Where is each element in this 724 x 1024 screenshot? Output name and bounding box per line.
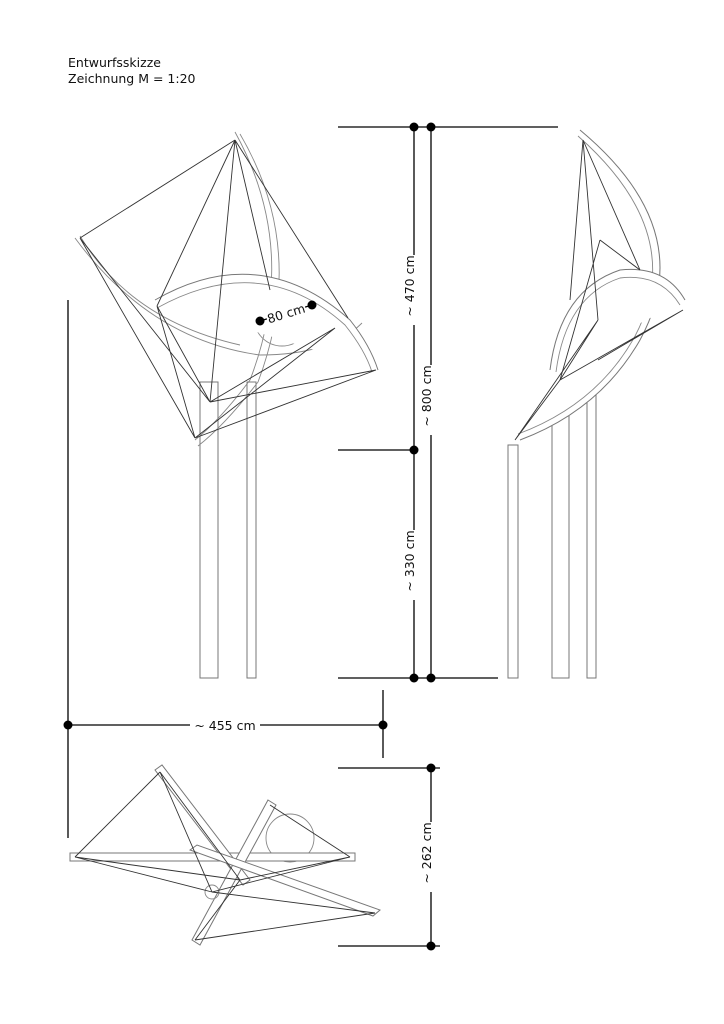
arc-vertical xyxy=(194,131,273,441)
front-post-right xyxy=(246,381,257,679)
drawing-title: Entwurfsskizze Zeichnung M = 1:20 xyxy=(68,55,195,87)
title-line-2: Zeichnung M = 1:20 xyxy=(68,71,196,86)
upper-height-label: ~ 470 cm xyxy=(402,255,417,316)
cables-front xyxy=(79,139,377,439)
side-view xyxy=(507,129,686,679)
dimension-lines: ~ 470 cm ~ 800 cm ~ 330 cm ~ 455 cm ~ 26… xyxy=(63,122,558,951)
lower-height-label: ~ 330 cm xyxy=(402,530,417,591)
width-label: ~ 455 cm xyxy=(194,718,255,733)
arc-horizontal xyxy=(154,273,379,371)
front-view: 80 cm xyxy=(74,131,379,679)
title-line-1: Entwurfsskizze xyxy=(68,55,161,70)
top-view xyxy=(69,764,381,946)
depth-label: ~ 262 cm xyxy=(419,822,434,883)
front-post-left xyxy=(199,381,219,679)
total-height-label: ~ 800 cm xyxy=(419,365,434,426)
